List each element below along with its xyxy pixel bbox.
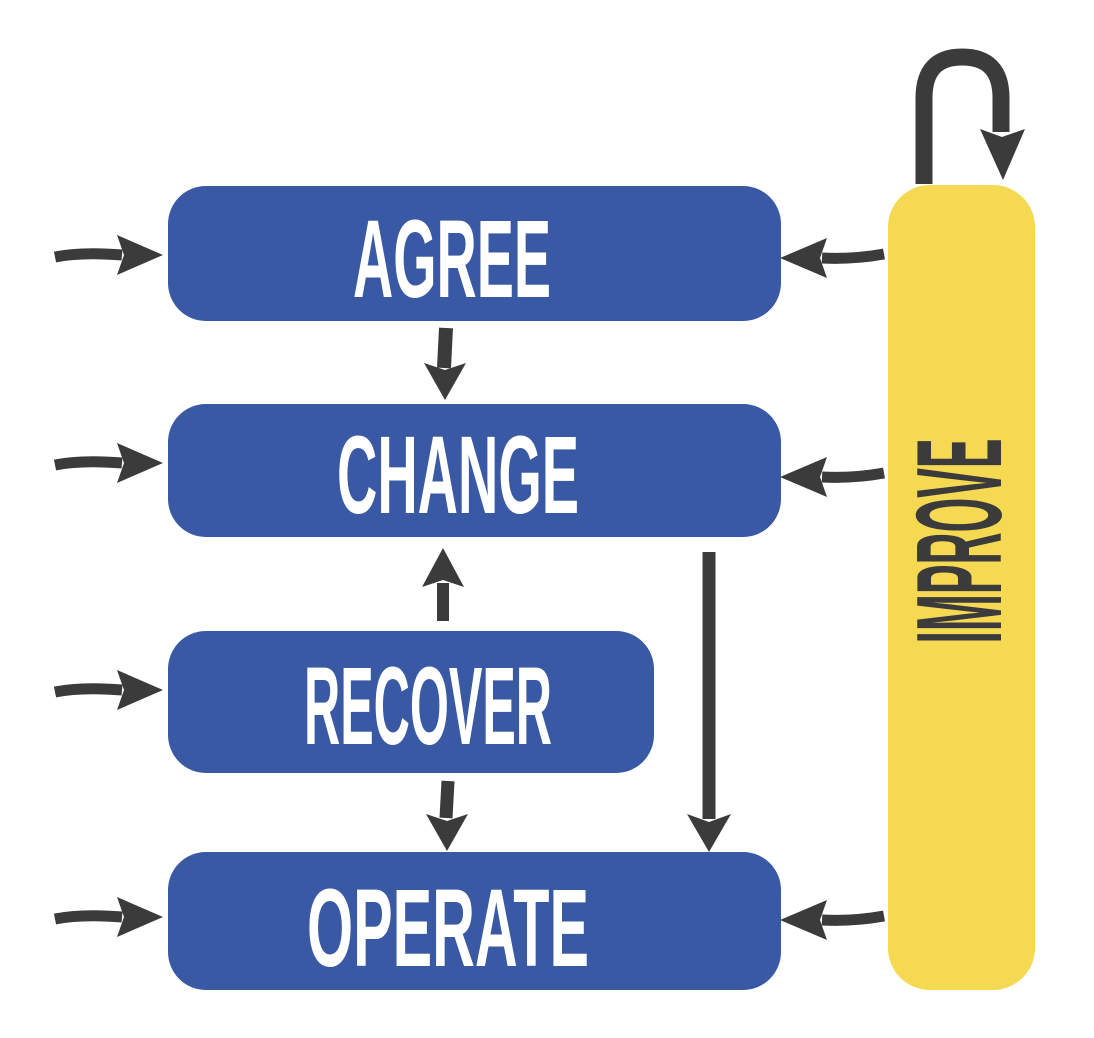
recover-box (168, 631, 654, 773)
external-to-operate-arrow-tail (53, 910, 123, 925)
recover-to-change-arrowhead-icon (422, 548, 464, 587)
recover-to-operate-arrowhead-icon (426, 814, 468, 851)
improve-label: IMPROVE (891, 439, 1027, 644)
improve-self-loop-arrowhead-icon (980, 129, 1025, 180)
improve-bar (888, 185, 1035, 990)
external-to-change-arrow-tail (53, 456, 123, 471)
agree-to-change-arrowhead-icon (424, 363, 466, 400)
improve-self-loop-arrow (915, 48, 1010, 184)
recover-to-operate-arrow-tail (439, 780, 455, 819)
change-to-operate-arrowhead-icon (687, 814, 731, 852)
recover-label: RECOVER (304, 645, 552, 768)
external-to-operate-arrowhead-icon (117, 897, 163, 937)
change-box (168, 404, 781, 537)
improve-to-change-arrowhead-icon (780, 457, 827, 497)
change-label: CHANGE (337, 414, 579, 537)
external-to-agree-arrow-tail (53, 248, 123, 263)
agree-to-change-arrow-tail (437, 327, 453, 369)
improve-to-agree-arrowhead-icon (780, 238, 827, 278)
external-to-change-arrowhead-icon (117, 443, 163, 483)
external-to-agree-arrowhead-icon (117, 235, 163, 275)
improve-to-change-arrow-tail (821, 467, 885, 483)
agree-box (168, 186, 781, 321)
external-to-recover-arrow-tail (53, 683, 123, 698)
improve-to-operate-arrow-tail (821, 910, 885, 926)
agree-label: AGREE (353, 198, 551, 321)
improve-to-agree-arrow-tail (821, 248, 885, 264)
improve-to-operate-arrowhead-icon (780, 900, 827, 940)
operate-box (168, 852, 781, 990)
external-to-recover-arrowhead-icon (117, 670, 163, 710)
operate-label: OPERATE (307, 867, 589, 990)
